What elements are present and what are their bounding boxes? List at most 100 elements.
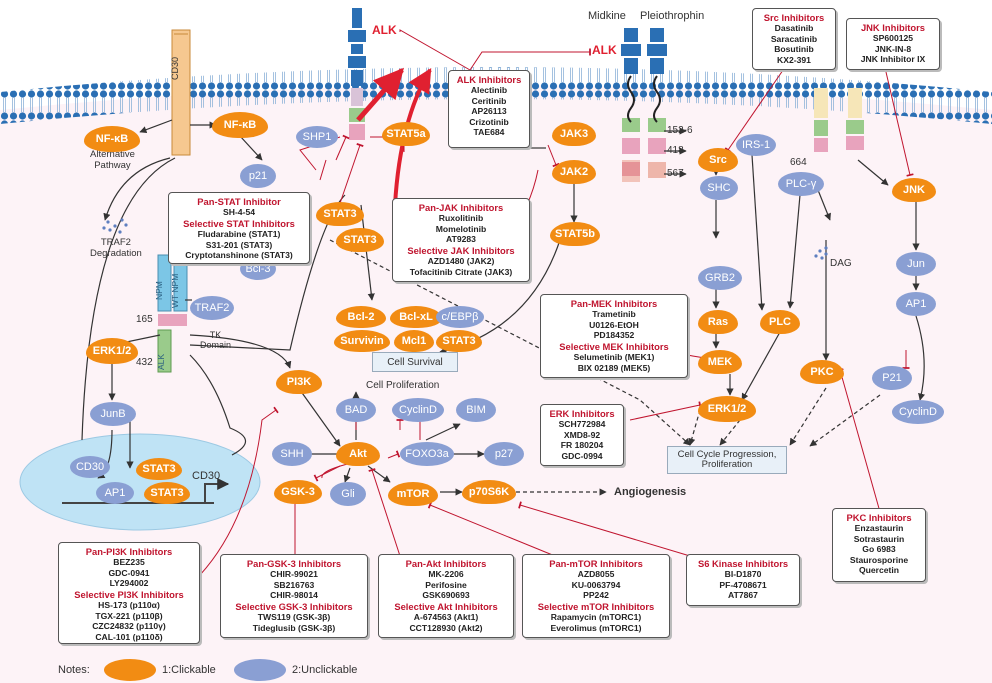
jak3-node[interactable]: JAK3: [552, 122, 596, 146]
akt-inhibitor-item: Perifosine: [425, 579, 467, 590]
p70s6k-node[interactable]: p70S6K: [462, 480, 516, 504]
alk-inhibitor-item: AP26113: [471, 106, 507, 117]
erk-inhibitors-box: ERK Inhibitors SCH772984 XMD8-92 FR 1802…: [540, 404, 624, 466]
cell-cycle-box: Cell Cycle Progression, Proliferation: [667, 446, 787, 474]
jak-inhibitors-title: Pan-JAK Inhibitors: [418, 202, 504, 213]
pi3k-inhibitor-item: CAL-101 (p110δ): [95, 631, 163, 642]
survivin-node[interactable]: Survivin: [334, 330, 390, 352]
pi3k-inhibitor-item: CZC24832 (p110γ): [92, 621, 166, 632]
s6k-inhibitor-item: BI-D1870: [724, 569, 762, 580]
stat3-node[interactable]: STAT3: [316, 202, 364, 226]
legend-notes: Notes:: [58, 664, 90, 676]
jak2-node[interactable]: JAK2: [552, 160, 596, 184]
pi3k-inhibitor-item: HS-173 (p110α): [98, 600, 160, 611]
plc-node[interactable]: PLC: [760, 310, 800, 334]
akt-inhibitor-item: GSK690693: [422, 590, 470, 601]
jnk-inhibitors-box: JNK Inhibitors SP600125 JNK-IN-8 JNK Inh…: [846, 18, 940, 70]
stat5a-node[interactable]: STAT5a: [382, 122, 430, 146]
akt-inhibitors-title: Pan-Akt Inhibitors: [405, 558, 487, 569]
s6k-inhibitors-box: S6 Kinase Inhibitors BI-D1870 PF-4708671…: [686, 554, 800, 606]
selective-pi3k-title: Selective PI3K Inhibitors: [74, 588, 184, 600]
gsk3-inhibitor-item: SB216763: [273, 579, 315, 590]
erk-inhibitor-item: GDC-0994: [561, 450, 603, 461]
p21-node-right: P21: [872, 366, 912, 390]
junb-node: JunB: [90, 402, 136, 426]
alk-domain-label: ALK: [156, 353, 166, 370]
position-165: 165: [136, 314, 153, 325]
selective-stat-title: Selective STAT Inhibitors: [183, 217, 295, 229]
mtor-node[interactable]: mTOR: [388, 482, 438, 506]
position-418: 418: [667, 145, 684, 156]
cd30-receptor-label: CD30: [170, 56, 180, 80]
erk-inhibitor-item: SCH772984: [558, 419, 606, 430]
nfkb-node-left[interactable]: NF-κB: [84, 126, 140, 152]
jak-inhibitor-item: AT9283: [446, 234, 476, 245]
akt-inhibitor-item: MK-2206: [428, 569, 464, 580]
bclxl-node[interactable]: Bcl-xL: [390, 306, 442, 328]
gsk3-node[interactable]: GSK-3: [274, 480, 322, 504]
stat-inhibitor-item: S31-201 (STAT3): [205, 239, 273, 250]
bim-node: BIM: [456, 398, 496, 422]
legend-clickable-label: 1:Clickable: [162, 664, 216, 676]
pkc-inhibitor-item: Sotrastaurin: [853, 533, 905, 544]
mek-node[interactable]: MEK: [698, 350, 742, 374]
gsk3-inhibitor-item: TWS119 (GSK-3β): [257, 612, 331, 623]
stat3-nuclear-node-2[interactable]: STAT3: [144, 482, 190, 504]
selective-mek-title: Selective MEK Inhibitors: [559, 340, 669, 352]
mek-inhibitor-item: U0126-EtOH: [589, 319, 639, 330]
akt-inhibitor-item: A-674563 (Akt1): [413, 612, 479, 623]
midkine-receptor: [621, 28, 641, 182]
akt-node[interactable]: Akt: [336, 442, 380, 466]
alk-inhibitors-title: ALK Inhibitors: [456, 74, 522, 85]
mtor-inhibitor-item: AZD8055: [577, 569, 615, 580]
erk12-node-right[interactable]: ERK1/2: [698, 396, 756, 422]
stat3-node-survival[interactable]: STAT3: [436, 330, 482, 352]
nfkb-node-right[interactable]: NF-κB: [212, 112, 268, 138]
mtor-inhibitors-title: Pan-mTOR Inhibitors: [549, 558, 643, 569]
erk-inhibitors-title: ERK Inhibitors: [549, 408, 615, 419]
alk-label: ALK: [372, 23, 397, 37]
mcl1-node[interactable]: Mcl1: [394, 330, 434, 352]
npm-label: NPM: [154, 281, 164, 300]
gsk3-inhibitors-title: Pan-GSK-3 Inhibitors: [246, 558, 342, 569]
mek-inhibitors-title: Pan-MEK Inhibitors: [570, 298, 658, 309]
pkc-inhibitor-item: Enzastaurin: [854, 523, 904, 534]
jnk-node[interactable]: JNK: [892, 178, 936, 202]
alk-inhibitor-item: TAE684: [473, 127, 505, 138]
bcl2-node[interactable]: Bcl-2: [336, 306, 386, 328]
mek-inhibitor-item: PD184352: [593, 330, 635, 341]
bad-node: BAD: [336, 398, 376, 422]
position-664: 664: [790, 157, 807, 168]
src-inhibitor-item: Saracatinib: [770, 33, 818, 44]
jun-node: Jun: [896, 252, 936, 276]
cebpb-node: c/EBPβ: [436, 306, 484, 328]
src-inhibitors-title: Src Inhibitors: [763, 12, 825, 23]
cyclind-node-right: CyclinD: [892, 400, 944, 424]
shp1-node: SHP1: [296, 126, 338, 148]
pi3k-inhibitors-title: Pan-PI3K Inhibitors: [85, 546, 173, 557]
erk12-node-left[interactable]: ERK1/2: [86, 338, 138, 364]
jak-inhibitor-item: Ruxolitinib: [438, 213, 484, 224]
stat5b-node[interactable]: STAT5b: [550, 222, 600, 246]
selective-akt-title: Selective Akt Inhibitors: [394, 600, 498, 612]
mtor-inhibitor-item: PP242: [583, 590, 609, 601]
pkc-node[interactable]: PKC: [800, 360, 844, 384]
jak-inhibitor-item: Momelotinib: [435, 223, 487, 234]
alternative-pathway-label: Alternative Pathway: [90, 149, 135, 171]
stat3-nuclear-node[interactable]: STAT3: [136, 458, 182, 480]
nucleus: [19, 433, 261, 531]
tk-domain-label: TK Domain: [200, 330, 232, 351]
pi3k-node[interactable]: PI3K: [276, 370, 322, 394]
position-152: 152-6: [667, 125, 693, 136]
jnk-inhibitors-title: JNK Inhibitors: [860, 22, 926, 33]
stat3-node-2[interactable]: STAT3: [336, 228, 384, 252]
ras-node[interactable]: Ras: [698, 310, 738, 334]
stat-inhibitor-item: Cryptotanshinone (STAT3): [185, 250, 293, 261]
pi3k-inhibitor-item: GDC-0941: [108, 567, 150, 578]
cd30-gene-label: CD30: [192, 470, 221, 482]
traf2-node: TRAF2: [190, 296, 234, 320]
gsk3-inhibitor-item: Tideglusib (GSK-3β): [252, 622, 336, 633]
mtor-inhibitor-item: Everolimus (mTORC1): [550, 622, 642, 633]
src-node[interactable]: Src: [698, 148, 738, 172]
